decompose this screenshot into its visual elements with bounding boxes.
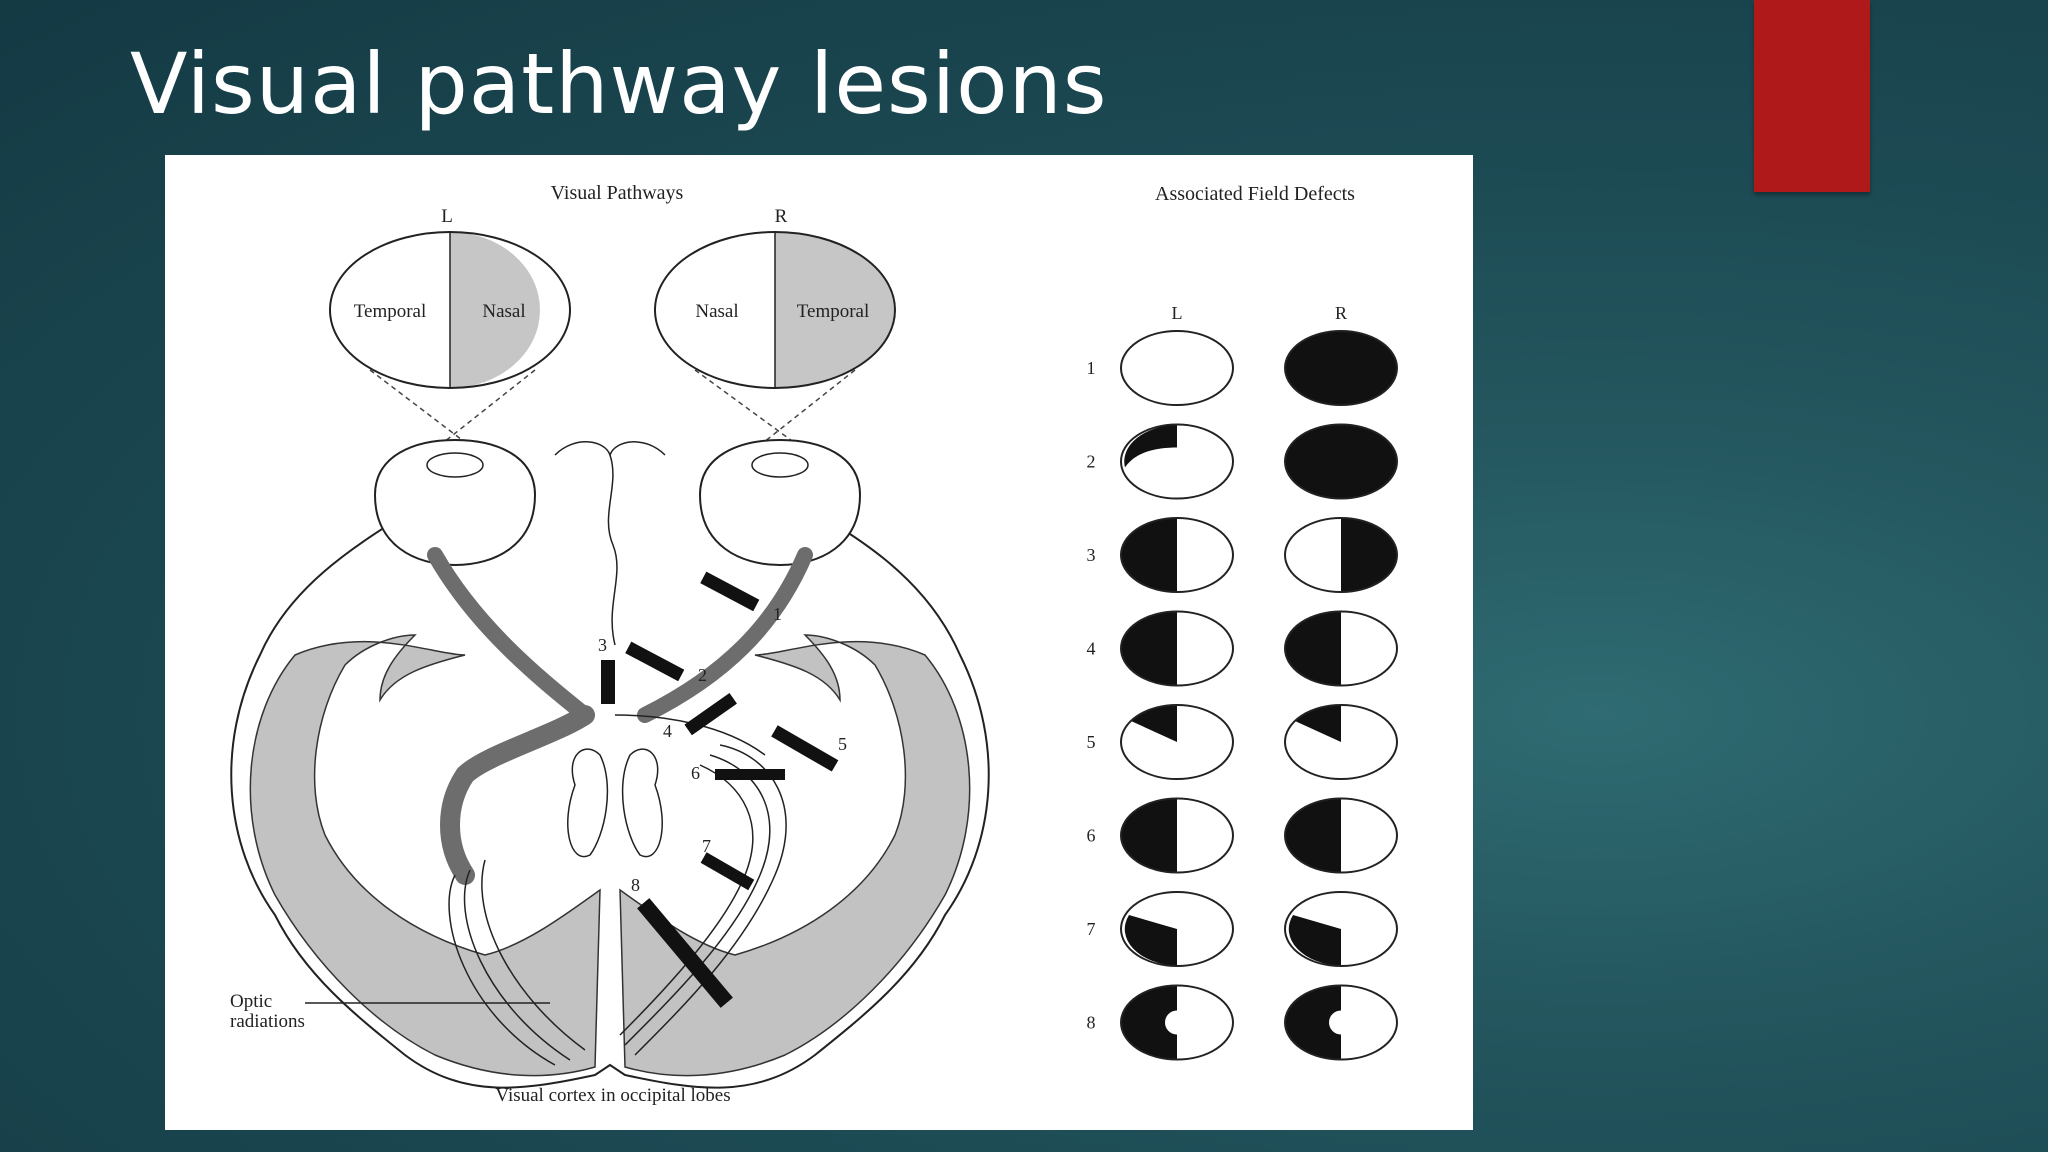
defect-row-number: 6 xyxy=(1087,826,1096,846)
defect-row-number: 3 xyxy=(1087,545,1096,565)
lesion-label-5: 5 xyxy=(838,734,847,754)
defect-row-number: 4 xyxy=(1087,639,1096,659)
lesion-bar-7 xyxy=(700,852,755,891)
defect-3-right-eye xyxy=(1284,517,1398,593)
accent-bar xyxy=(1754,0,1870,192)
defect-row-number: 5 xyxy=(1087,732,1096,752)
optic-radiations-label-line2: radiations xyxy=(230,1011,305,1032)
slide-title: Visual pathway lesions xyxy=(130,35,1108,133)
lesion-label-4: 4 xyxy=(663,721,672,741)
defect-2-left-eye xyxy=(1120,423,1234,500)
defect-4-right-eye xyxy=(1284,610,1398,687)
lesion-label-8: 8 xyxy=(631,875,640,895)
lesion-bar-5 xyxy=(771,725,839,772)
defects-column-r: R xyxy=(1335,303,1347,323)
visual-pathways-title: Visual Pathways xyxy=(551,182,684,204)
defect-7-right-eye xyxy=(1284,891,1398,967)
lesion-bars xyxy=(601,571,839,1008)
lesion-label-6: 6 xyxy=(691,763,700,783)
right-visual-field xyxy=(654,231,896,389)
defect-row-number: 2 xyxy=(1087,452,1096,472)
lesion-label-3: 3 xyxy=(598,635,607,655)
left-field-temporal-label: Temporal xyxy=(354,301,427,322)
defect-6-left-eye xyxy=(1120,797,1234,874)
field-defects-title: Associated Field Defects xyxy=(1155,183,1355,205)
defect-3-left-eye xyxy=(1120,517,1234,593)
eye-label-left: L xyxy=(441,206,453,227)
lesion-bar-2 xyxy=(625,641,685,682)
left-field-nasal-label: Nasal xyxy=(482,301,525,322)
lesion-label-1: 1 xyxy=(773,604,782,624)
lesion-bar-8 xyxy=(637,898,733,1008)
lesion-bar-3 xyxy=(601,660,615,704)
defects-column-l: L xyxy=(1172,303,1183,323)
visual-pathways-figure: Visual Pathways Associated Field Defects… xyxy=(165,155,1473,1130)
defect-row-number: 1 xyxy=(1087,358,1096,378)
brain-outline xyxy=(230,441,990,1089)
optic-pathway xyxy=(427,547,813,885)
eyes xyxy=(373,438,862,567)
defect-2-right-eye xyxy=(1284,423,1398,500)
diagram-svg: Visual Pathways Associated Field Defects… xyxy=(230,182,1398,1106)
defect-1-left-eye xyxy=(1120,330,1234,406)
defect-8-right-eye xyxy=(1284,984,1398,1061)
defect-5-left-eye xyxy=(1120,704,1234,780)
defect-1-right-eye xyxy=(1284,330,1398,406)
defect-row-number: 7 xyxy=(1087,919,1096,939)
defect-4-left-eye xyxy=(1120,610,1234,687)
defect-8-left-eye xyxy=(1120,984,1234,1061)
lesion-bar-4 xyxy=(684,693,737,736)
lesion-bar-1 xyxy=(700,571,760,612)
lesion-bar-6 xyxy=(715,769,785,780)
field-defects-grid: 1 2 3 4 5 6 7 8 xyxy=(1087,330,1398,1061)
eye-label-right: R xyxy=(775,206,788,227)
defect-row-number: 8 xyxy=(1087,1013,1096,1033)
defect-7-left-eye xyxy=(1120,891,1234,967)
right-field-nasal-label: Nasal xyxy=(695,301,738,322)
defect-5-right-eye xyxy=(1284,704,1398,780)
optic-radiations-label-line1: Optic xyxy=(230,991,272,1012)
defect-6-right-eye xyxy=(1284,797,1398,874)
right-field-temporal-label: Temporal xyxy=(797,301,870,322)
lesion-label-2: 2 xyxy=(698,665,707,685)
cortex-label: Visual cortex in occipital lobes xyxy=(495,1085,730,1106)
left-visual-field xyxy=(329,231,571,389)
lesion-label-7: 7 xyxy=(702,836,711,856)
